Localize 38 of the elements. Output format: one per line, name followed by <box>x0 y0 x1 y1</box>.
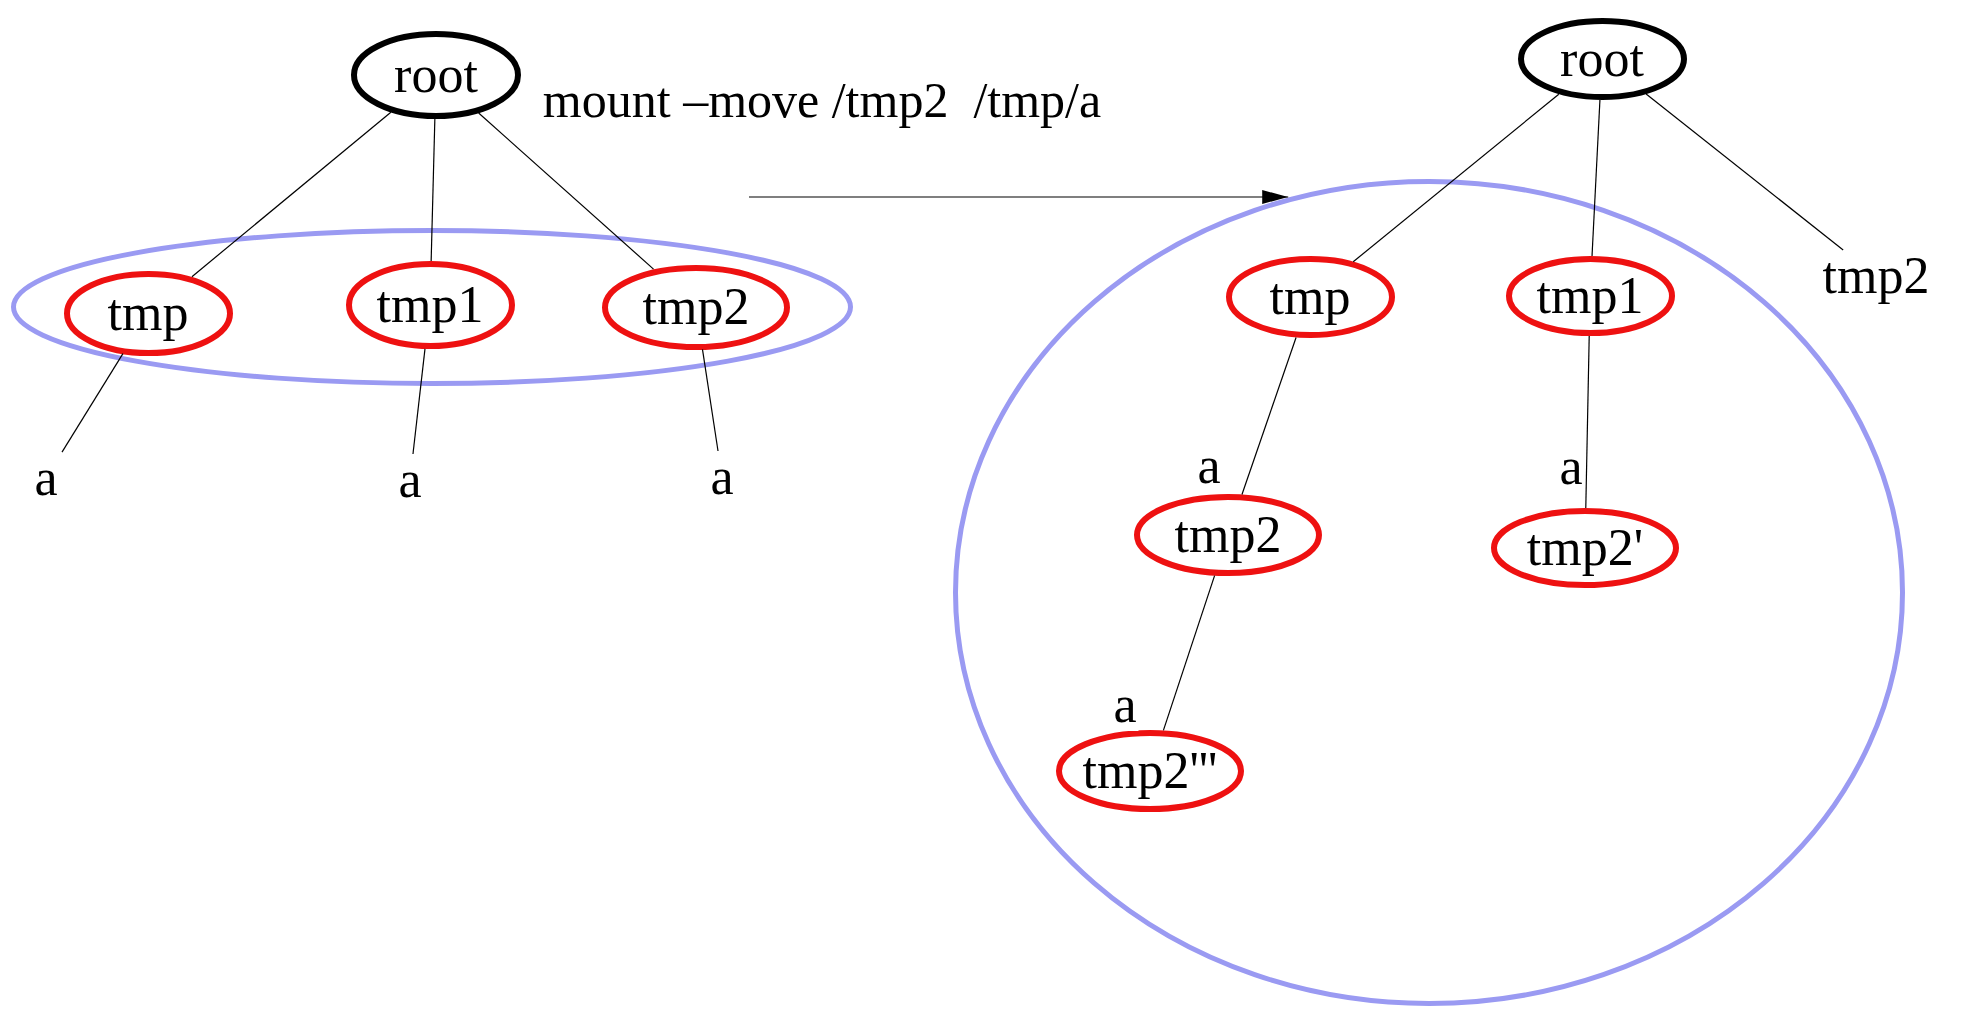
connector-line <box>1241 336 1297 496</box>
node-label: tmp2''' <box>1082 745 1218 797</box>
connector-line <box>701 348 719 452</box>
ellipse-node <box>351 31 521 119</box>
ellipse-node <box>1505 256 1675 336</box>
node-label: root <box>394 49 478 101</box>
ellipse-node <box>602 264 790 350</box>
ellipse-node <box>1134 494 1322 576</box>
ellipse-node <box>345 261 515 349</box>
connector-line <box>61 352 124 453</box>
node-label: tmp1 <box>376 279 484 331</box>
node-label: tmp <box>107 287 189 339</box>
node-label: a <box>394 454 426 506</box>
node-label: tmp2' <box>1526 522 1644 574</box>
node-label: tmp2 <box>1811 250 1941 302</box>
ellipse-node <box>63 270 233 356</box>
node-label: tmp <box>1269 271 1351 323</box>
node-label: tmp2 <box>642 281 750 333</box>
connector-line <box>412 348 426 455</box>
node-label: a <box>30 452 62 504</box>
connector-line <box>191 111 392 278</box>
connector-line <box>1645 93 1844 251</box>
node-label: a <box>706 451 738 503</box>
ellipse-node <box>1225 256 1395 338</box>
ellipse-node <box>1491 508 1679 588</box>
connector-line <box>1162 575 1216 731</box>
connector-line <box>1585 335 1590 509</box>
ellipse-node <box>1517 18 1687 100</box>
connector-line <box>1591 99 1601 257</box>
ellipse-node <box>1056 730 1244 812</box>
node-label: root <box>1560 33 1644 85</box>
connector-line <box>478 112 655 270</box>
connector-line <box>1352 93 1560 263</box>
node-label: tmp1 <box>1536 270 1644 322</box>
arrow <box>748 190 1289 204</box>
connector-line <box>430 118 436 262</box>
node-label: tmp2 <box>1174 509 1282 561</box>
group-ellipse <box>11 228 853 386</box>
